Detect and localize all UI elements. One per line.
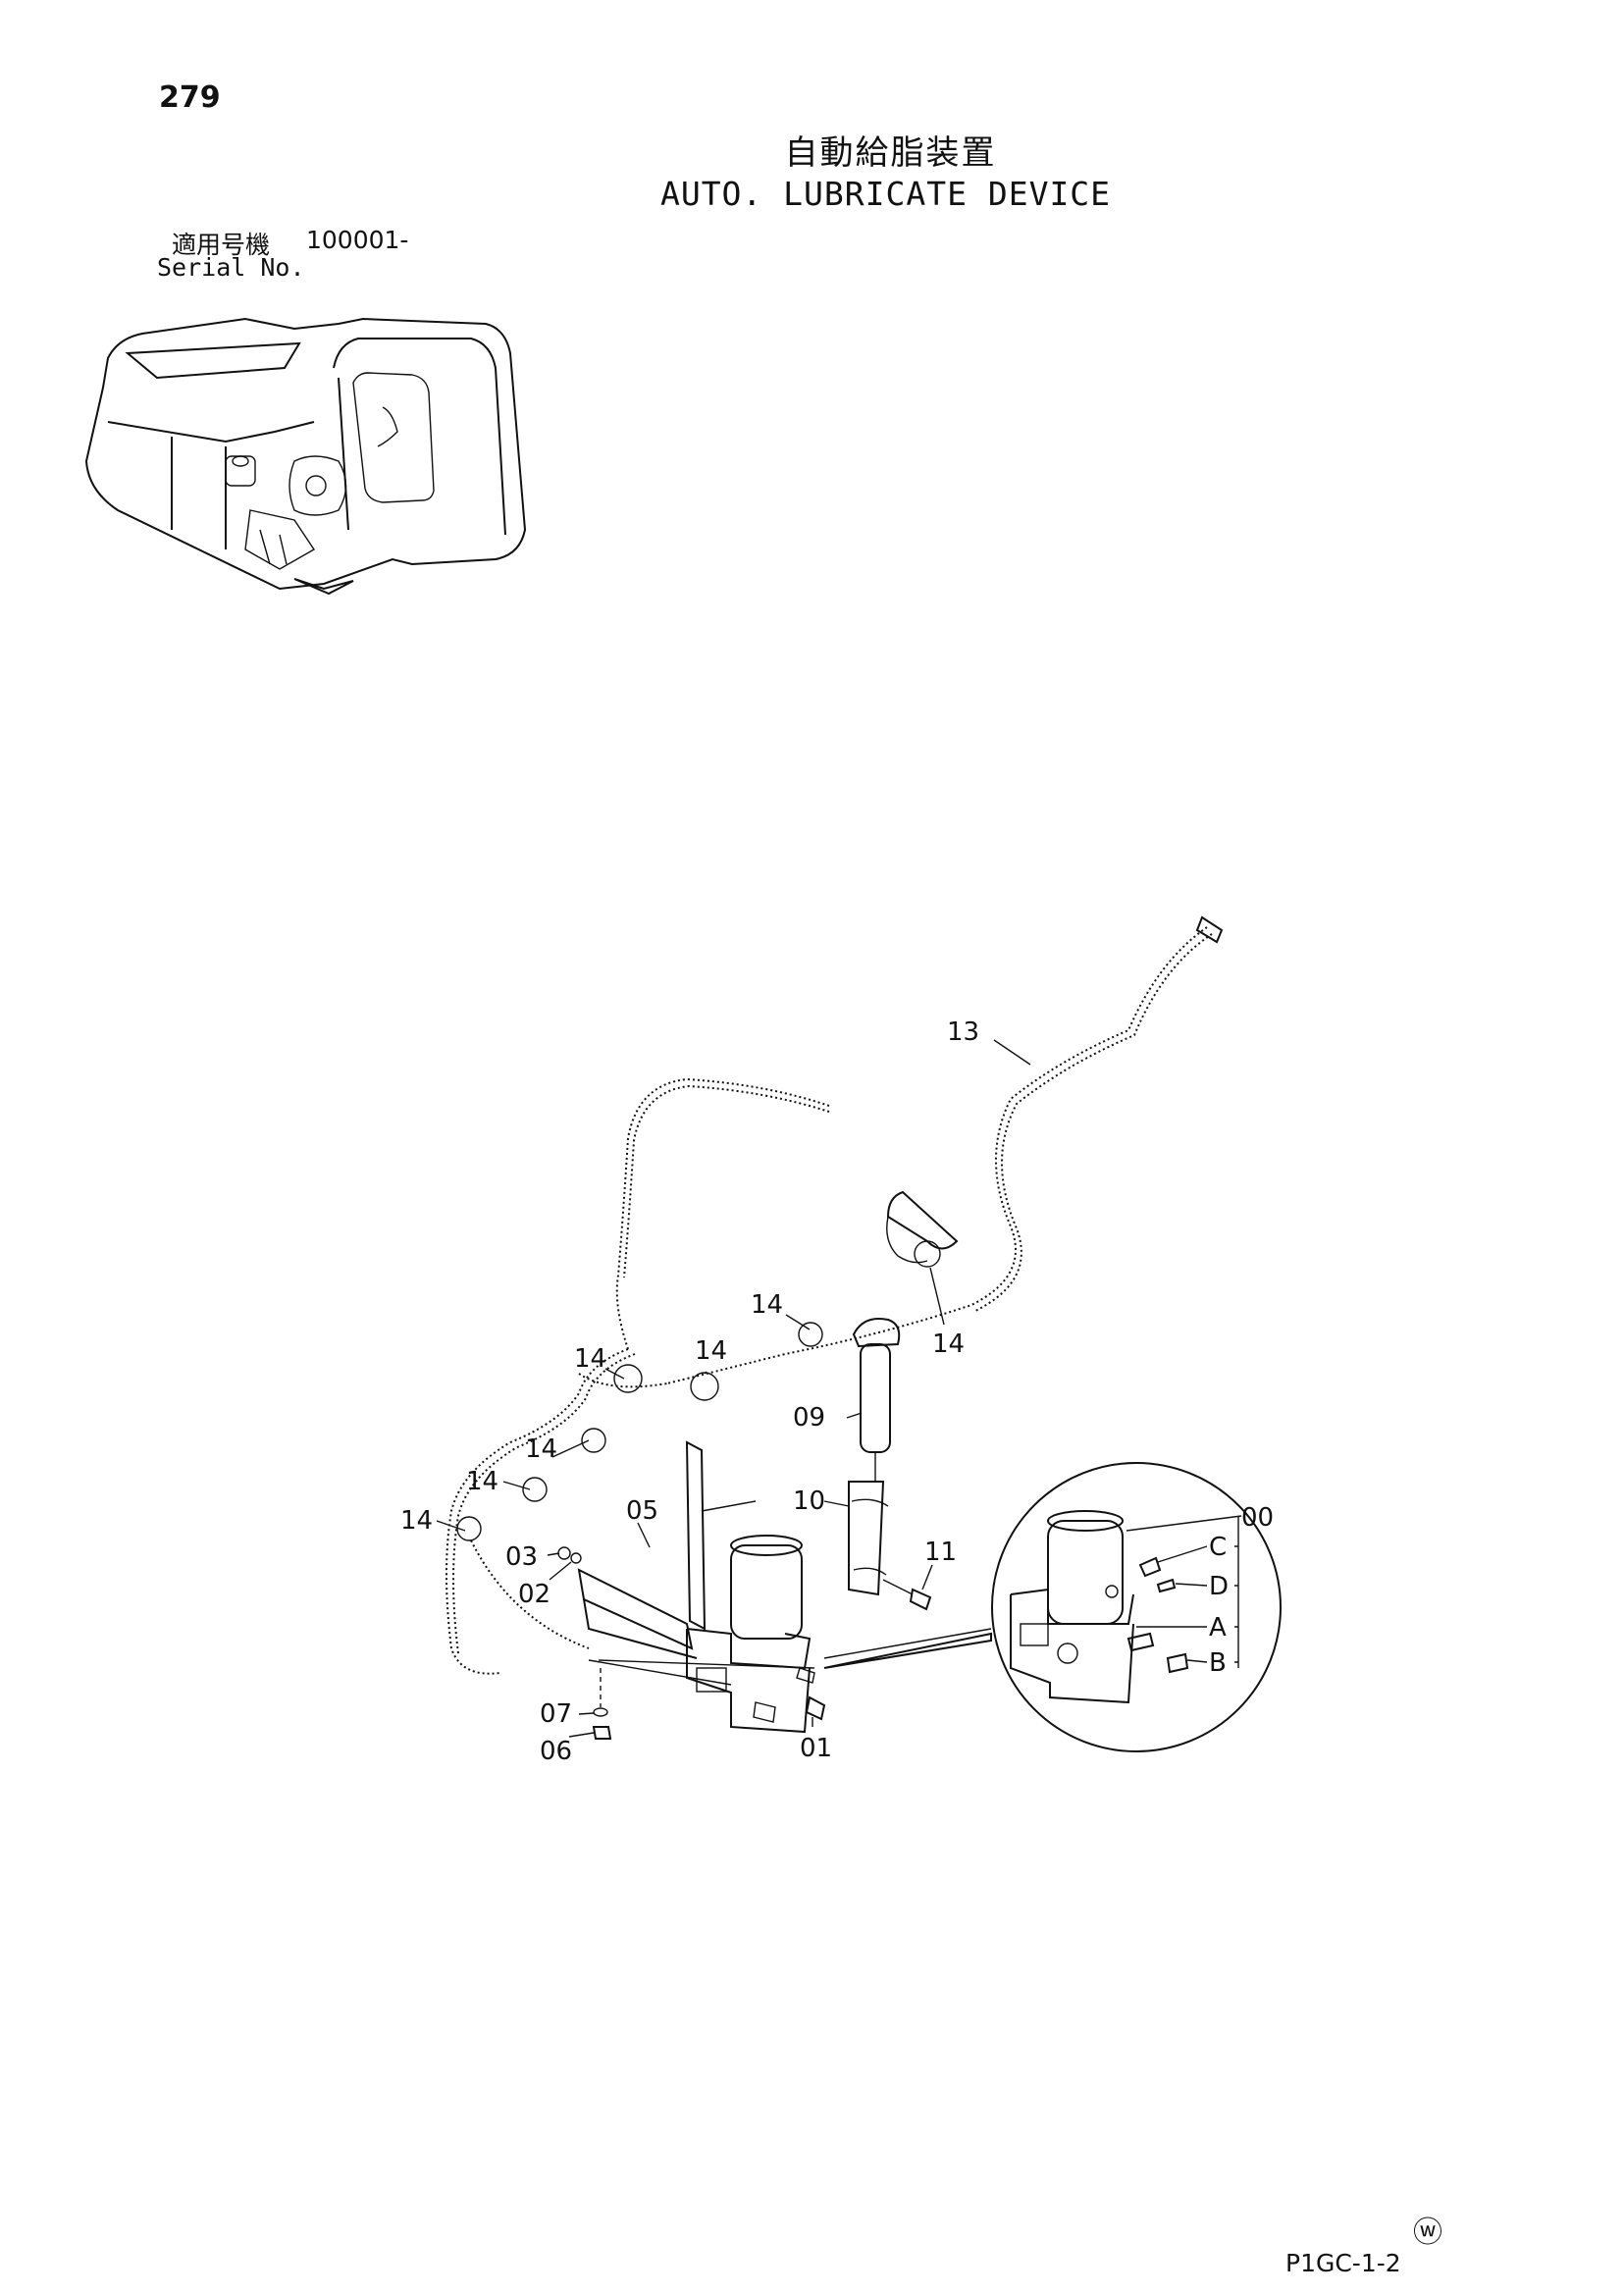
callout-05: 05	[626, 1496, 658, 1526]
callout-11: 11	[924, 1538, 957, 1567]
machine-overview-illustration	[84, 317, 527, 596]
hose-upper	[615, 1077, 830, 1350]
callout-00: 00	[1241, 1503, 1274, 1533]
title-japanese: 自動給脂装置	[784, 133, 997, 173]
serial-label-japanese: 適用号機	[172, 231, 271, 259]
serial-label-english: Serial No.	[157, 253, 305, 282]
grease-cartridge-09	[852, 1318, 901, 1482]
callout-07: 07	[540, 1699, 572, 1729]
callout-14: 14	[695, 1336, 727, 1366]
detail-inset	[991, 1462, 1282, 1752]
callout-14: 14	[525, 1434, 557, 1464]
figure-code: P1GC-1-2	[1285, 2249, 1401, 2277]
callout-09: 09	[793, 1403, 825, 1433]
callout-B: B	[1209, 1648, 1227, 1678]
callout-10: 10	[793, 1487, 825, 1516]
callout-06: 06	[540, 1737, 572, 1766]
w-mark-icon: ⓦ	[1413, 2216, 1442, 2250]
callout-A: A	[1209, 1613, 1227, 1643]
title-english: AUTO. LUBRICATE DEVICE	[659, 175, 1112, 213]
callout-02: 02	[518, 1580, 550, 1609]
callout-14: 14	[574, 1344, 606, 1374]
callout-14: 14	[751, 1290, 783, 1320]
callout-14: 14	[932, 1330, 965, 1359]
callout-13: 13	[947, 1017, 979, 1047]
hose-13	[666, 926, 1208, 1384]
callout-01: 01	[800, 1734, 832, 1763]
callout-C: C	[1209, 1533, 1227, 1562]
callout-D: D	[1209, 1572, 1229, 1601]
pump-unit	[686, 1535, 815, 1734]
callout-03: 03	[505, 1542, 538, 1572]
page-number: 279	[159, 80, 221, 115]
callout-14: 14	[400, 1506, 433, 1536]
callout-14: 14	[466, 1467, 498, 1496]
serial-number: 100001-	[306, 226, 409, 254]
